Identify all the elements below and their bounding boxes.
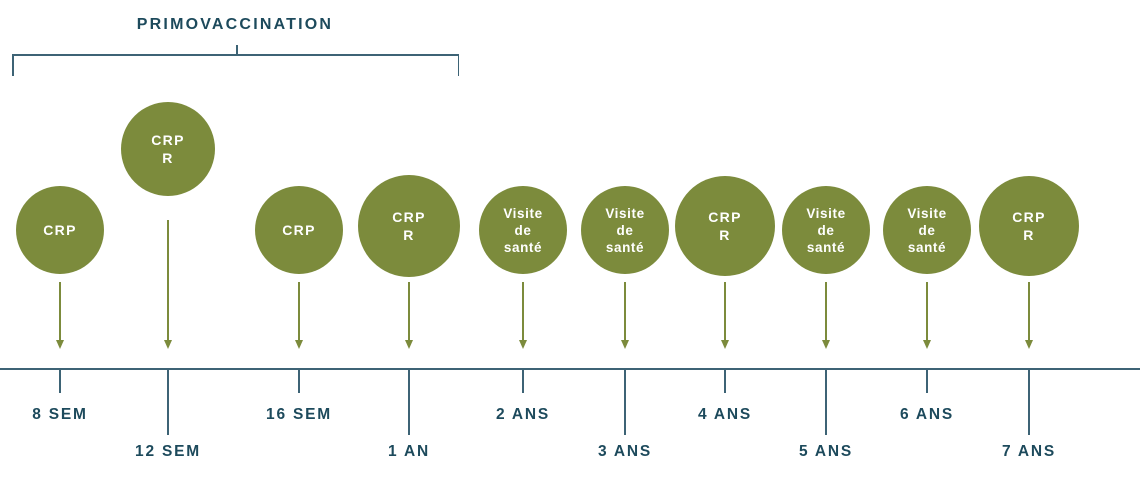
bracket-right-end bbox=[457, 54, 459, 76]
timeline-tick bbox=[926, 369, 928, 393]
arrow-down-icon bbox=[55, 340, 64, 349]
timeline-tick bbox=[522, 369, 524, 393]
vaccine-circle: CRP R bbox=[121, 102, 215, 196]
circle-text-line: de bbox=[817, 222, 835, 238]
circle-text-line: Visite bbox=[806, 205, 846, 221]
vaccine-circle: CRP R bbox=[358, 175, 460, 277]
arrow-line bbox=[167, 220, 169, 341]
timeline-tick bbox=[59, 369, 61, 393]
arrow-down-icon bbox=[1024, 340, 1033, 349]
age-label: 6 ANS bbox=[899, 406, 955, 423]
circle-text-line: Visite bbox=[605, 205, 645, 221]
circle-text-line: Visite bbox=[907, 205, 947, 221]
arrow-line bbox=[624, 282, 626, 341]
vaccine-circle: CRP R bbox=[979, 176, 1079, 276]
circle-text-line: santé bbox=[806, 239, 846, 255]
arrow-line bbox=[825, 282, 827, 341]
arrow-line bbox=[522, 282, 524, 341]
circle-text-line: de bbox=[918, 222, 936, 238]
timeline-tick bbox=[408, 369, 410, 435]
arrow-line bbox=[298, 282, 300, 341]
age-label: 3 ANS bbox=[597, 443, 653, 460]
age-label: 1 AN bbox=[388, 443, 430, 460]
arrow-line bbox=[408, 282, 410, 341]
arrow-down-icon bbox=[922, 340, 931, 349]
circle-text-line: CRP bbox=[151, 132, 185, 148]
age-label: 12 SEM bbox=[135, 443, 201, 460]
arrow-down-icon bbox=[294, 340, 303, 349]
timeline-tick bbox=[167, 369, 169, 435]
age-label: 5 ANS bbox=[798, 443, 854, 460]
bracket-center-notch bbox=[236, 45, 238, 55]
timeline-tick bbox=[724, 369, 726, 393]
arrow-down-icon bbox=[404, 340, 413, 349]
circle-text-line: santé bbox=[503, 239, 543, 255]
circle-text-line: santé bbox=[605, 239, 645, 255]
arrow-down-icon bbox=[821, 340, 830, 349]
age-label: 4 ANS bbox=[697, 406, 753, 423]
circle-text-line: R bbox=[403, 227, 415, 243]
timeline-tick bbox=[1028, 369, 1030, 435]
circle-text-line: de bbox=[616, 222, 634, 238]
bracket-top-line bbox=[12, 54, 459, 56]
circle-text-line: R bbox=[162, 150, 174, 166]
timeline-tick bbox=[624, 369, 626, 435]
arrow-line bbox=[1028, 282, 1030, 341]
vaccine-circle: CRP R bbox=[675, 176, 775, 276]
circle-text-line: CRP bbox=[1012, 209, 1046, 225]
circle-text-line: CRP bbox=[43, 222, 77, 238]
arrow-down-icon bbox=[620, 340, 629, 349]
circle-text-line: CRP bbox=[392, 209, 426, 225]
primovaccination-label: PRIMOVACCINATION bbox=[136, 16, 334, 33]
bracket-left-end bbox=[12, 54, 14, 76]
circle-text-line: Visite bbox=[503, 205, 543, 221]
circle-text-line: R bbox=[719, 227, 731, 243]
circle-text-line: CRP bbox=[282, 222, 316, 238]
arrow-down-icon bbox=[720, 340, 729, 349]
age-label: 16 SEM bbox=[266, 406, 332, 423]
circle-text-line: santé bbox=[907, 239, 947, 255]
arrow-down-icon bbox=[163, 340, 172, 349]
arrow-line bbox=[926, 282, 928, 341]
age-label: 2 ANS bbox=[495, 406, 551, 423]
vaccine-circle: CRP bbox=[255, 186, 343, 274]
timeline-axis bbox=[0, 368, 1140, 370]
age-label: 8 SEM bbox=[32, 406, 88, 423]
circle-text-line: de bbox=[514, 222, 532, 238]
circle-text-line: R bbox=[1023, 227, 1035, 243]
age-label: 7 ANS bbox=[1001, 443, 1057, 460]
circle-text-line: CRP bbox=[708, 209, 742, 225]
timeline-tick bbox=[825, 369, 827, 435]
vaccine-circle: CRP bbox=[16, 186, 104, 274]
arrow-line bbox=[724, 282, 726, 341]
timeline-tick bbox=[298, 369, 300, 393]
arrow-down-icon bbox=[518, 340, 527, 349]
arrow-line bbox=[59, 282, 61, 341]
